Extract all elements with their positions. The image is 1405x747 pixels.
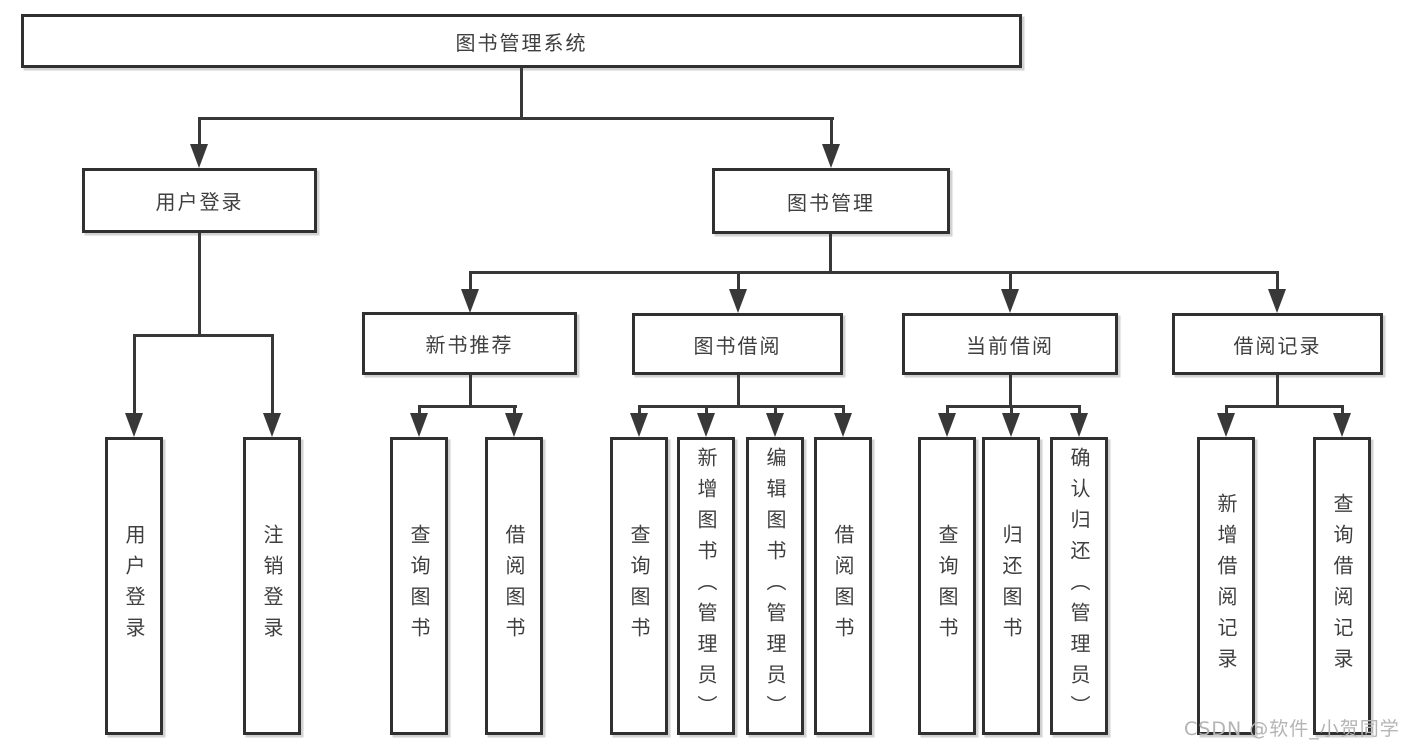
connector-line [737,375,740,408]
connector-line [1341,405,1344,415]
arrow-down-icon [1217,413,1235,437]
arrow-down-icon [410,413,428,437]
node-new-book-recommend: 新书推荐 [362,312,577,375]
arrow-down-icon [938,413,956,437]
leaf-edit-book-admin: 编辑图书（管理员） [746,437,804,735]
arrow-down-icon [1002,413,1020,437]
node-current-borrowing-label: 当前借阅 [966,333,1054,358]
node-borrowing-records-label: 借阅记录 [1233,333,1322,358]
leaf-return-books: 归还图书 [982,437,1040,735]
node-book-management: 图书管理 [712,168,950,234]
arrow-down-icon [1001,289,1019,313]
leaf-query-books-current: 查询图书 [918,437,976,735]
leaf-borrow-books-recommend: 借阅图书 [485,437,543,735]
leaf-edit-book-admin-label: 编辑图书（管理员） [763,446,787,726]
leaf-query-books-borrowing: 查询图书 [610,437,668,735]
connector-line [705,405,708,415]
leaf-query-borrow-record-label: 查询借阅记录 [1330,493,1354,679]
leaf-user-login-label: 用户登录 [122,524,146,648]
node-current-borrowing: 当前借阅 [902,313,1118,375]
arrow-down-icon [822,144,840,168]
leaf-query-books-recommend-label: 查询图书 [407,524,431,648]
node-user-login: 用户登录 [82,168,317,233]
node-root-label: 图书管理系统 [455,30,588,55]
leaf-logout: 注销登录 [243,437,301,735]
leaf-confirm-return-admin-label: 确认归还（管理员） [1067,446,1091,726]
connector-line [513,405,516,415]
connector-line [1276,375,1279,408]
connector-line [469,375,472,408]
arrow-down-icon [1333,413,1351,437]
connector-line [774,405,777,415]
node-root: 图书管理系统 [21,14,1022,68]
connector-line [638,405,845,408]
arrow-down-icon [505,413,523,437]
leaf-query-borrow-record: 查询借阅记录 [1313,437,1371,735]
arrow-down-icon [697,413,715,437]
arrow-down-icon [1268,289,1286,313]
connector-line [946,405,949,415]
connector-line [469,271,1279,274]
arrow-down-icon [461,289,479,313]
node-book-management-label: 图书管理 [787,190,875,215]
connector-line [830,117,833,147]
node-user-login-label: 用户登录 [155,190,244,214]
connector-line [469,271,472,291]
connector-line [1078,405,1081,415]
leaf-add-book-admin: 新增图书（管理员） [677,437,735,735]
leaf-query-books-recommend: 查询图书 [390,437,448,735]
arrow-down-icon [263,413,281,437]
connector-line [133,334,136,414]
connector-line [1225,405,1228,415]
leaf-add-book-admin-label: 新增图书（管理员） [694,446,718,726]
connector-line [198,233,201,337]
leaf-return-books-label: 归还图书 [999,524,1023,648]
arrow-down-icon [729,289,747,313]
arrow-down-icon [190,144,208,168]
node-book-borrowing-label: 图书借阅 [693,333,782,358]
connector-line [842,405,845,415]
connector-line [1276,271,1279,291]
leaf-confirm-return-admin: 确认归还（管理员） [1050,437,1108,735]
arrow-down-icon [766,413,784,437]
connector-line [418,405,421,415]
connector-line [946,405,1081,408]
connector-line [198,117,201,147]
node-book-borrowing: 图书借阅 [632,313,843,375]
connector-line [133,334,274,337]
connector-line [1009,271,1012,291]
leaf-logout-label: 注销登录 [260,524,284,648]
node-borrowing-records: 借阅记录 [1172,313,1383,375]
connector-line [418,405,517,408]
arrow-down-icon [1070,413,1088,437]
csdn-watermark: CSDN @软件_小贺同学 [1184,718,1400,740]
connector-line [1225,405,1344,408]
arrow-down-icon [630,413,648,437]
connector-line [829,234,832,274]
leaf-borrow-books-borrowing-label: 借阅图书 [831,524,855,648]
leaf-query-books-borrowing-label: 查询图书 [627,524,651,648]
leaf-user-login: 用户登录 [105,437,163,735]
arrow-down-icon [834,413,852,437]
leaf-borrow-books-recommend-label: 借阅图书 [502,524,526,648]
connector-line [520,68,523,119]
leaf-borrow-books-borrowing: 借阅图书 [814,437,872,735]
connector-line [198,117,834,120]
connector-line [1009,375,1012,408]
connector-line [1010,405,1013,415]
leaf-add-borrow-record: 新增借阅记录 [1197,437,1255,735]
leaf-add-borrow-record-label: 新增借阅记录 [1214,493,1238,679]
connector-line [737,271,740,291]
connector-line [271,334,274,414]
node-new-book-recommend-label: 新书推荐 [425,333,514,357]
arrow-down-icon [125,413,143,437]
connector-line [638,405,641,415]
leaf-query-books-current-label: 查询图书 [935,524,959,648]
